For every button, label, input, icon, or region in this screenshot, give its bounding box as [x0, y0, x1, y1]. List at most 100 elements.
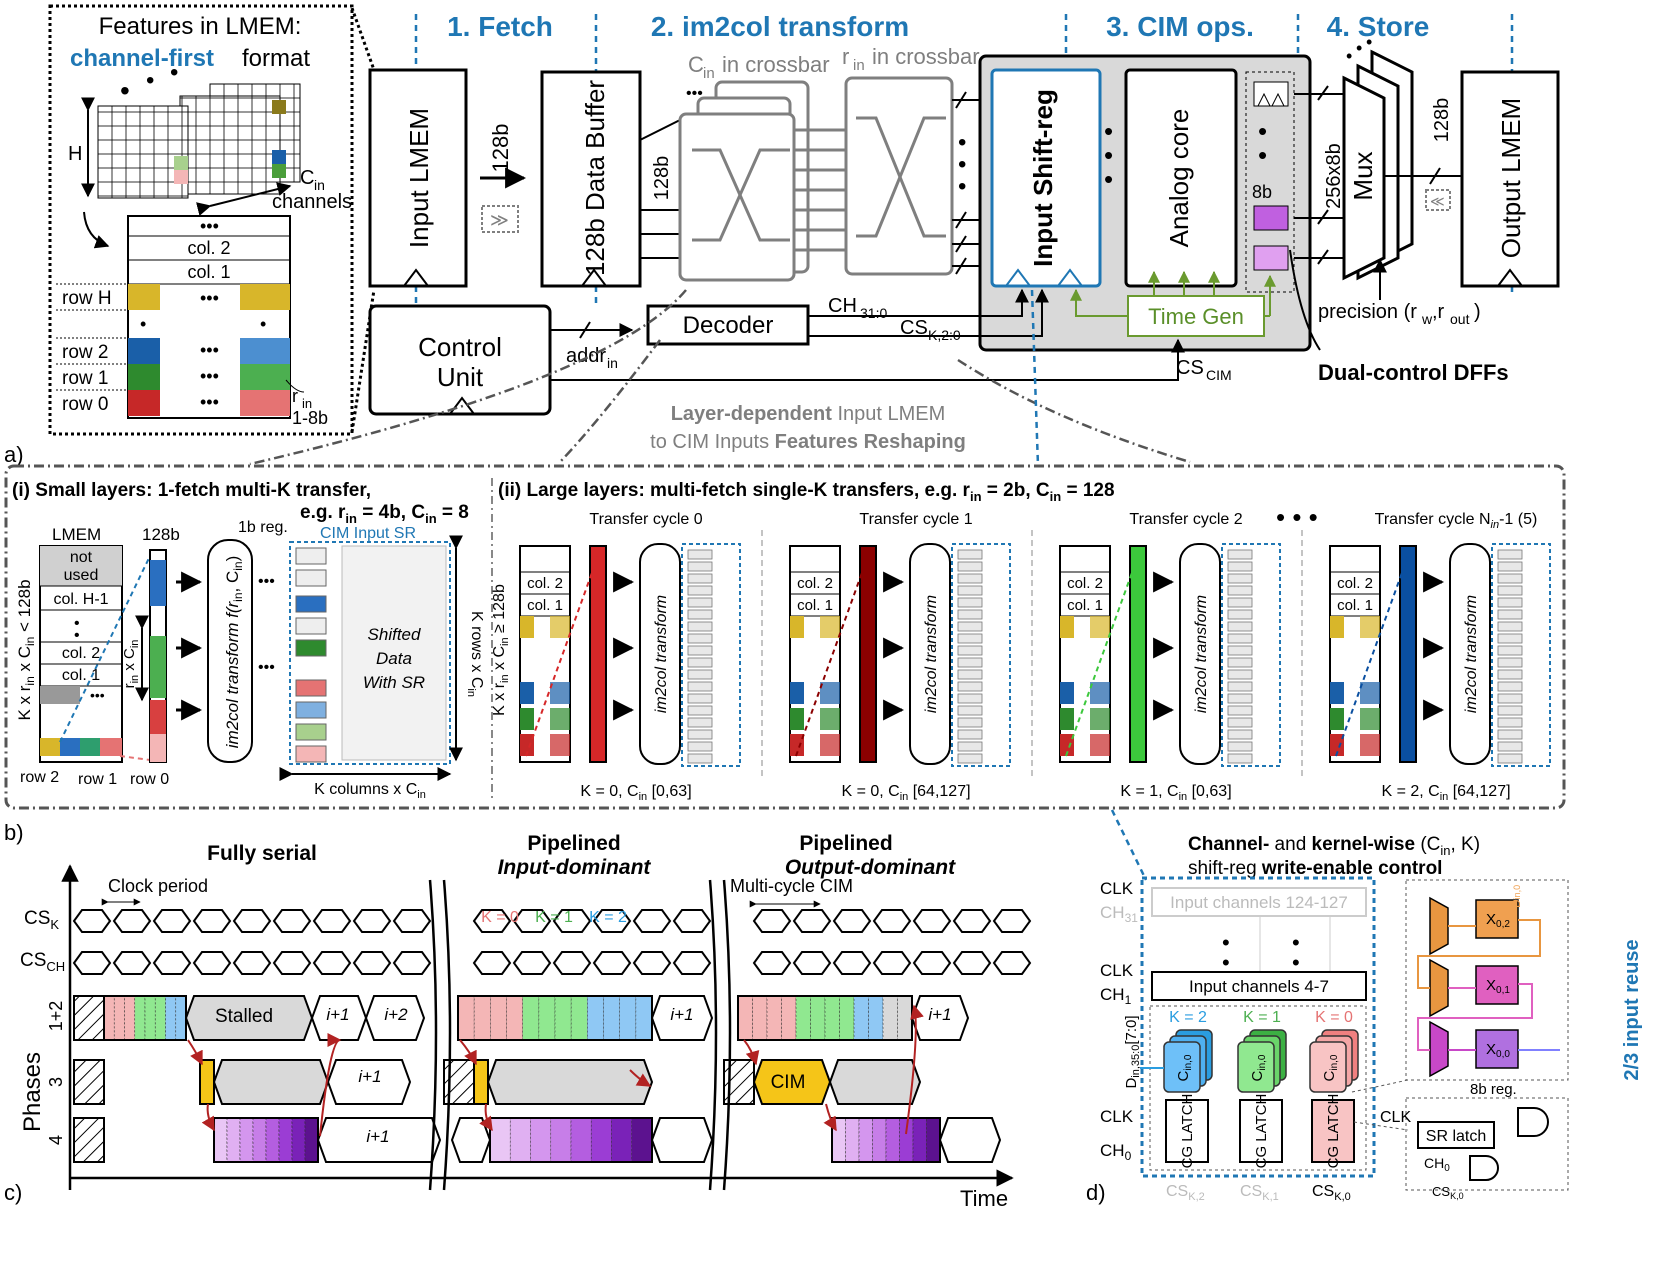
csch-label: CSCH [20, 950, 65, 974]
cs-k0-label-2: CSK,0 [1432, 1184, 1464, 1201]
svg-text:Data: Data [376, 649, 412, 668]
transfer-cycle-label-0: Transfer cycle 0 [589, 511, 702, 528]
svg-text:•: • [958, 151, 966, 178]
sr-cells-small [295, 547, 327, 763]
sr-box-large-2 [1221, 543, 1281, 767]
svg-text:≫: ≫ [490, 210, 509, 230]
col1-large-0: col. 1 [527, 597, 563, 614]
svg-text:used: used [64, 567, 99, 584]
p12-input-0 [457, 995, 475, 1041]
csk-label: CSK [24, 908, 59, 932]
clk-label-1: CLK [1100, 879, 1134, 898]
p12-input-2 [490, 995, 507, 1041]
col-2-label: col. 2 [187, 238, 230, 258]
sr-latch-label: SR latch [1426, 1128, 1486, 1145]
cs-k2-label: CSK,2 [1166, 1183, 1205, 1203]
csk-pulse [112, 909, 152, 933]
small-title: (i) Small layers: 1-fetch multi-K transf… [12, 480, 371, 501]
k-caption-0: K = 0, Cin [0,63] [580, 783, 691, 803]
cin-crossbar-label: C [688, 52, 704, 77]
channels-label: channels [272, 191, 352, 213]
stalled-label: Stalled [215, 1006, 273, 1027]
control-unit-label-1: Control [418, 332, 502, 362]
input-lmem-label: Input LMEM [404, 108, 434, 248]
dependency-arrow [459, 1039, 477, 1066]
im2col-large-2 [1179, 543, 1221, 765]
csch-pulse [352, 951, 392, 975]
svg-text:•••: ••• [200, 340, 219, 360]
cycles-ellipsis: • • • [1276, 502, 1318, 532]
bus-128b-small: 128b [142, 525, 180, 544]
p12-output-2 [766, 995, 782, 1041]
cg-latch-2 [1239, 1099, 1283, 1163]
p4-serial-5 [278, 1117, 293, 1163]
p4-output-7 [926, 1117, 941, 1163]
p4-output-2 [858, 1117, 873, 1163]
csk-pulse [992, 909, 1032, 933]
csk-pulse [272, 909, 312, 933]
p12-input-10 [619, 995, 637, 1041]
svg-text:•••: ••• [200, 288, 219, 308]
csch-pulse [992, 951, 1032, 975]
p4-input-2 [530, 1117, 552, 1163]
svg-text:col. 1: col. 1 [62, 667, 100, 684]
d-title-2: shift-reg write-enable control [1188, 858, 1442, 879]
phase-12-label: 1+2 [46, 1001, 66, 1032]
csk-pulse [72, 909, 112, 933]
transfer-cycle-label-3: Transfer cycle Nin-1 (5) [1375, 511, 1538, 531]
col2-large-0: col. 2 [527, 575, 563, 592]
clk-label-2: CLK [1100, 961, 1134, 980]
ellipsis-dots: • [120, 75, 130, 106]
svg-text:•: • [1292, 930, 1300, 955]
lmem-format-box [48, 4, 354, 436]
time-label: Time [960, 1186, 1008, 1211]
din-label: Din,35:0[7:0] [1123, 1015, 1142, 1088]
fetch-bar-3 [1399, 545, 1417, 763]
p12-output-1 [752, 995, 768, 1041]
svg-text:•••: ••• [90, 687, 105, 703]
svg-text:X0,0: X0,0 [1486, 1041, 1510, 1060]
clk-label-3: CLK [1100, 1107, 1134, 1126]
p12-output-0 [737, 995, 753, 1041]
dependency-arrow [319, 1033, 342, 1137]
p12-serial-5 [154, 995, 166, 1041]
csk-pulse [352, 909, 392, 933]
svg-text:•: • [1104, 164, 1113, 194]
p4-serial-0 [213, 1117, 228, 1163]
dependency-arrow [905, 1004, 924, 1135]
kx-large-label: K x rin x Cin ≥ 128b [491, 584, 511, 716]
svg-text:•••: ••• [258, 573, 275, 590]
svg-text:in crossbar: in crossbar [872, 44, 980, 69]
reshape-line2: to CIM Inputs Features Reshaping [650, 431, 966, 453]
svg-text:•: • [1356, 38, 1362, 58]
i1-label-a: i+1 [326, 1005, 349, 1024]
col-h1-label: col. H-1 [53, 591, 108, 608]
decoder-block [646, 304, 810, 346]
p12-input-9 [603, 995, 620, 1041]
p12-input-4 [522, 995, 540, 1041]
row-2-small: row 2 [20, 769, 59, 786]
p4-input-4 [570, 1117, 592, 1163]
dff-purple-2 [1253, 245, 1289, 271]
k-cols-label: K columns x Cin [314, 781, 426, 801]
p12-input-1 [473, 995, 491, 1041]
csk-pulse [912, 909, 952, 933]
svg-text:•: • [1222, 950, 1230, 975]
output-lmem-block [1460, 70, 1560, 288]
reg-8b-label: 8b reg. [1470, 1081, 1517, 1098]
p4-input-6 [611, 1117, 633, 1163]
csk-pulse [152, 909, 192, 933]
cin0-k0-reg [1309, 1041, 1347, 1093]
p4-input-0 [489, 1117, 511, 1163]
dependency-arrow [479, 1103, 493, 1132]
decoder-label: Decoder [683, 312, 774, 339]
sr-box-large-1 [951, 543, 1011, 767]
sr-box-large-0 [681, 543, 741, 767]
svg-text:•: • [140, 314, 146, 334]
svg-text:•: • [1366, 32, 1372, 52]
svg-text:in: in [314, 177, 325, 193]
p12-input-7 [570, 995, 588, 1041]
svg-text:•: • [170, 59, 178, 86]
im2col-large-1 [909, 543, 951, 765]
p12-input-3 [506, 995, 523, 1041]
